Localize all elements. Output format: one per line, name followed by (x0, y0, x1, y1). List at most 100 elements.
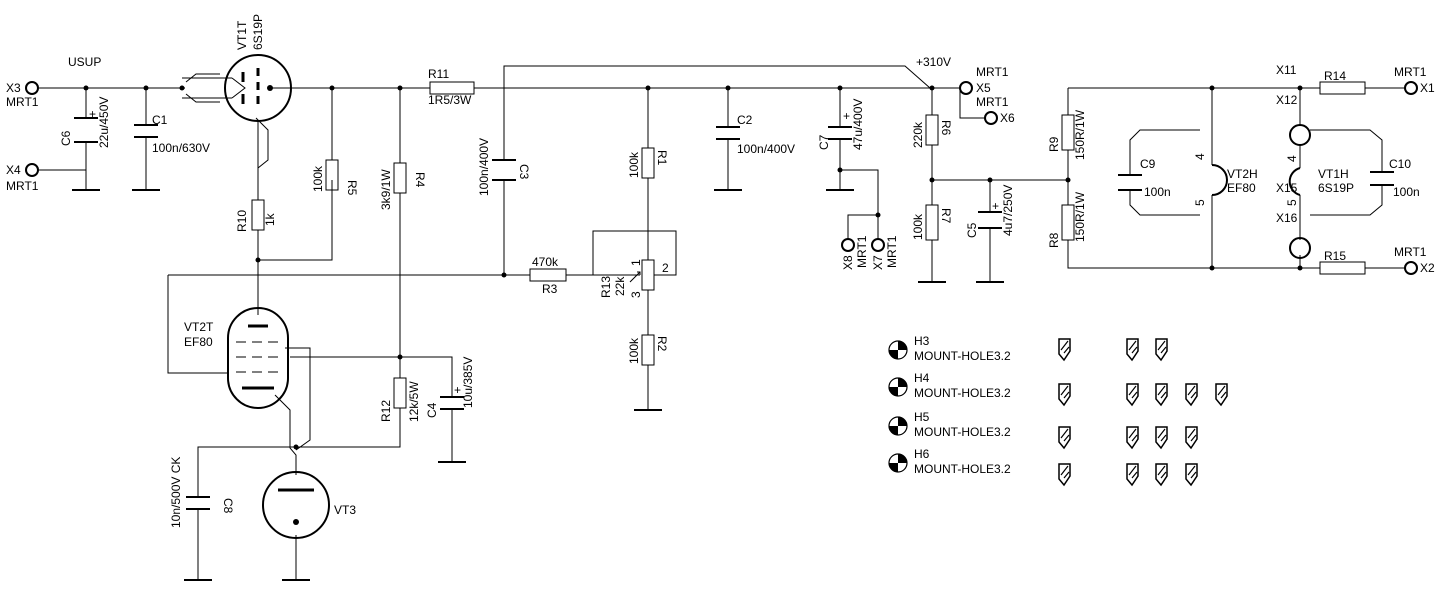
label-r7: R7 (939, 208, 953, 224)
label-vt1h-pin4: 4 (1285, 155, 1299, 162)
label-x5: X5 (976, 81, 991, 95)
label-h3-type: MOUNT-HOLE3.2 (914, 349, 1011, 363)
label-c7: C7 (817, 134, 831, 150)
label-x2: X2 (1420, 261, 1435, 275)
label-r4-value: 3k9/1W (379, 169, 393, 210)
label-x2-mrt1: MRT1 (1394, 245, 1427, 259)
label-310v: +310V (916, 55, 951, 69)
label-c5-plus: + (992, 199, 999, 213)
label-x16: X16 (1276, 211, 1298, 225)
heater-vt1h (1288, 124, 1311, 259)
resistor-r7 (925, 204, 939, 241)
label-r14: R14 (1324, 69, 1346, 83)
label-c9-value: 100n (1144, 185, 1171, 199)
label-x8: X8 (841, 255, 855, 270)
label-x6-mrt1: MRT1 (976, 95, 1009, 109)
component-labels: USUP X3 MRT1 X4 MRT1 C6 + 22u/450V C1 10… (6, 14, 1435, 528)
terminal-x6 (984, 111, 998, 125)
tube-vt3 (262, 471, 330, 539)
label-r1-value: 100k (627, 151, 641, 178)
label-c4-plus: + (454, 383, 461, 397)
label-vt1t: VT1T (235, 20, 249, 50)
label-c1: C1 (152, 113, 168, 127)
label-r6: R6 (939, 120, 953, 136)
label-r13-pin1: 1 (629, 259, 643, 266)
label-r9: R9 (1047, 136, 1061, 152)
resistor-r12 (393, 377, 407, 409)
label-h4-type: MOUNT-HOLE3.2 (914, 386, 1011, 400)
mount-holes (888, 340, 908, 473)
tube-vt1t (182, 54, 292, 169)
label-r6-value: 220k (911, 121, 925, 148)
mount-hole-h6 (888, 453, 908, 473)
label-x3-mrt1: MRT1 (6, 95, 39, 109)
terminal-x5 (959, 81, 973, 95)
label-c1-value: 100n/630V (152, 141, 210, 155)
ground-symbols (72, 189, 1004, 581)
label-h5-type: MOUNT-HOLE3.2 (914, 425, 1011, 439)
label-r13-value: 22k (613, 276, 627, 296)
label-r15: R15 (1324, 249, 1346, 263)
capacitor-c4 (440, 396, 464, 410)
capacitor-c6 (74, 117, 98, 143)
resistor-r1 (641, 147, 655, 179)
label-x12: X12 (1276, 93, 1298, 107)
resistor-r9 (1061, 114, 1075, 151)
label-x7-mrt1: MRT1 (885, 235, 899, 268)
resistor-r4 (393, 162, 407, 194)
label-x4: X4 (6, 163, 21, 177)
label-vt1t-type: 6S19P (251, 14, 265, 50)
label-x6: X6 (1000, 111, 1015, 125)
label-c8: C8 (221, 498, 235, 514)
wires (38, 65, 1405, 580)
tube-vt2t (227, 307, 289, 409)
label-h6: H6 (914, 447, 930, 461)
label-c2: C2 (737, 113, 753, 127)
label-vt1h: VT1H (1318, 167, 1349, 181)
label-r13-pin3: 3 (629, 291, 643, 298)
label-x7: X7 (871, 255, 885, 270)
label-c10-value: 100n (1393, 185, 1420, 199)
label-vt2t: VT2T (184, 320, 214, 334)
capacitor-c10 (1370, 171, 1394, 186)
label-c10: C10 (1389, 157, 1411, 171)
resistor-r14 (1319, 81, 1366, 95)
label-c6-value: 22u/450V (97, 97, 111, 148)
label-c6-plus: + (89, 107, 96, 121)
label-vt2t-type: EF80 (184, 335, 213, 349)
label-r4: R4 (413, 172, 427, 188)
label-r10-value: 1k (263, 212, 277, 226)
terminal-x7 (871, 238, 885, 252)
resistor-r15 (1319, 261, 1366, 275)
label-c3-value: 100n/400V (477, 138, 491, 196)
label-x15: X15 (1276, 181, 1298, 195)
label-h4: H4 (914, 371, 930, 385)
label-vt2h-pin4: 4 (1193, 153, 1207, 160)
capacitor-c8 (186, 496, 210, 510)
label-vt2h-pin5: 5 (1193, 199, 1207, 206)
label-r10: R10 (235, 210, 249, 232)
label-x11: X11 (1276, 63, 1297, 77)
resistors (251, 81, 1366, 409)
label-c4-value: 10u/385V (461, 357, 475, 408)
label-x8-mrt1: MRT1 (855, 235, 869, 268)
capacitor-c2 (716, 126, 740, 140)
resistor-r3 (529, 268, 567, 282)
label-r12: R12 (379, 400, 393, 422)
heater-vt2h (1211, 164, 1228, 196)
resistor-r8 (1061, 204, 1075, 241)
resistor-r11 (429, 81, 475, 95)
junction-dots (83, 85, 1303, 450)
label-r11: R11 (428, 67, 449, 81)
terminal-x3 (25, 81, 39, 95)
mount-hole-h5 (888, 416, 908, 436)
label-r13-pin2: 2 (662, 261, 669, 275)
label-vt1h-pin5: 5 (1285, 199, 1299, 206)
label-x3: X3 (6, 81, 21, 95)
label-r8-value: 150R/1W (1073, 191, 1087, 242)
label-x1-mrt1: MRT1 (1394, 65, 1427, 79)
label-r11-value: 1R5/3W (428, 93, 472, 107)
label-r3-value: 470k (532, 255, 559, 269)
label-r5-value: 100k (311, 165, 325, 192)
